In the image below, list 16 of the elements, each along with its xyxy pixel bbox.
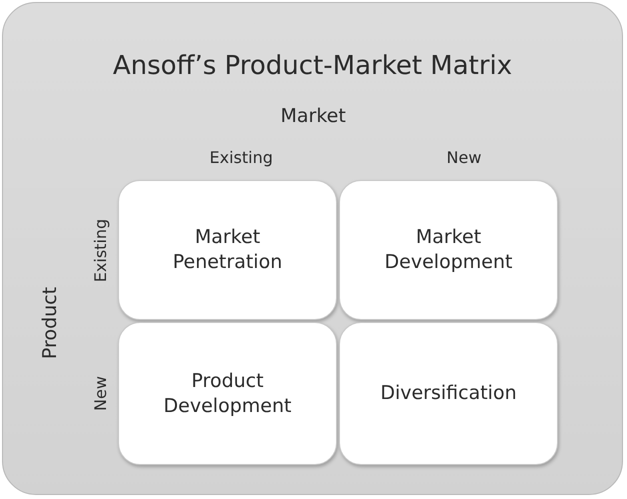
quadrant-label: Diversification [379,381,518,406]
panel-heading: Ansoff’s Product-Market Matrix [112,51,514,81]
quadrant-box [339,180,558,320]
column-header: Existing [210,148,273,166]
quadrant-box [339,322,558,465]
row-header: New [90,376,110,410]
quadrant-label: Market Development [384,225,514,275]
axis-title: Market [280,105,346,127]
quadrant-label: Product Development [162,368,292,418]
axis-title: Product [39,286,62,360]
quadrant-label: Market Penetration [172,225,284,275]
matrix-panel [2,2,623,495]
column-header: New [446,148,482,166]
quadrant-box [118,180,337,320]
quadrant-box [118,322,337,465]
row-header: Existing [90,218,110,282]
